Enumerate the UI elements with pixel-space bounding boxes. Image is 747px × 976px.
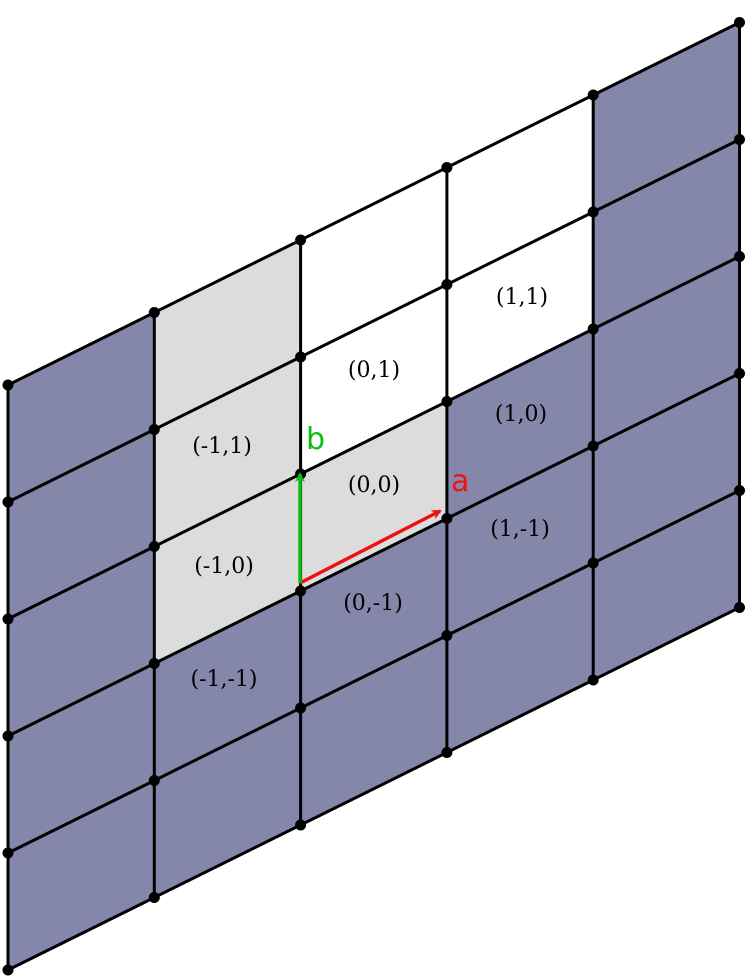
- cell-label: (-1,0): [194, 554, 254, 579]
- cell-label: (1,-1): [490, 517, 550, 542]
- lattice-cell: [154, 591, 301, 781]
- cells-layer: [8, 0, 740, 970]
- lattice-point: [2, 964, 14, 976]
- cell-label: (0,-1): [343, 591, 403, 616]
- grid-line: [6, 255, 741, 621]
- cell-label: (-1,-1): [190, 667, 257, 692]
- lattice-cell: [300, 518, 447, 708]
- grid-line: [6, 21, 741, 387]
- lattice-point: [587, 440, 599, 452]
- lattice-cell: [8, 780, 155, 970]
- lattice-points: [2, 17, 745, 976]
- lattice-cell: [154, 474, 301, 664]
- lattice-cell: [8, 429, 155, 619]
- lattice-cell: [446, 95, 594, 285]
- grid-line: [6, 606, 741, 972]
- lattice-point: [587, 89, 599, 101]
- lattice-cell: [300, 167, 447, 357]
- lattice-point: [734, 368, 745, 379]
- lattice-cell: [446, 329, 594, 519]
- lattice-point: [2, 379, 14, 391]
- vector-b-label: b: [306, 422, 325, 457]
- lattice-cell: [446, 212, 594, 402]
- vector-a-label: a: [451, 464, 469, 499]
- lattice-point: [148, 307, 160, 318]
- lattice-point: [295, 702, 307, 714]
- lattice-point: [441, 162, 453, 173]
- lattice-cell: [154, 357, 301, 547]
- lattice-point: [587, 674, 599, 686]
- lattice-point: [295, 585, 307, 597]
- lattice-cell: [446, 446, 594, 636]
- lattice-point: [587, 557, 599, 569]
- lattice-point: [295, 234, 307, 246]
- lattice-point: [148, 541, 160, 552]
- lattice-point: [441, 279, 453, 290]
- lattice-cell: [300, 635, 447, 825]
- cell-label: (1,1): [496, 285, 548, 310]
- lattice-cell: [300, 284, 447, 474]
- lattice-point: [734, 251, 745, 262]
- lattice-cell: [593, 139, 740, 329]
- lattice-cell: [154, 240, 301, 430]
- lattice-point: [148, 775, 160, 786]
- lattice-point: [734, 485, 745, 496]
- lattice-point: [734, 134, 745, 145]
- cell-label: (-1,1): [192, 434, 252, 459]
- lattice-cell: [593, 256, 740, 446]
- lattice-point: [441, 747, 453, 758]
- lattice-point: [148, 424, 160, 435]
- cell-labels: (1,1) (0,1) (1,0) (-1,1) (0,0) (1,-1) (-…: [190, 285, 549, 692]
- lattice-point: [295, 351, 307, 363]
- lattice-cell: [8, 663, 155, 853]
- cell-label: (0,0): [348, 473, 400, 498]
- lattice-point: [2, 730, 14, 742]
- grid-line: [6, 489, 741, 855]
- lattice-cell: [593, 22, 740, 212]
- lattice-cell: [446, 0, 594, 168]
- lattice-point: [734, 602, 745, 613]
- cell-label: (0,1): [348, 358, 400, 383]
- lattice-point: [441, 513, 453, 524]
- lattice-point: [2, 613, 14, 625]
- lattice-cell: [8, 312, 155, 502]
- lattice-point: [441, 396, 453, 407]
- lattice-point: [148, 892, 160, 903]
- vector-a-arrow: [299, 509, 442, 585]
- grid-line: [6, 138, 741, 504]
- lattice-cell: [593, 490, 740, 680]
- lattice-cell: [8, 546, 155, 736]
- lattice-cell: [446, 563, 594, 753]
- lattice-point: [2, 496, 14, 508]
- cell-label: (1,0): [495, 402, 547, 427]
- lattice-cell: [300, 401, 447, 591]
- lattice-point: [295, 819, 307, 831]
- grid-line: [6, 372, 741, 738]
- lattice-point: [734, 17, 745, 28]
- lattice-point: [148, 658, 160, 669]
- lattice-point: [441, 630, 453, 641]
- lattice-point: [587, 206, 599, 218]
- lattice-cell: [593, 373, 740, 563]
- lattice-cell: [154, 708, 301, 898]
- lattice-point: [587, 323, 599, 335]
- lattice-point: [2, 847, 14, 859]
